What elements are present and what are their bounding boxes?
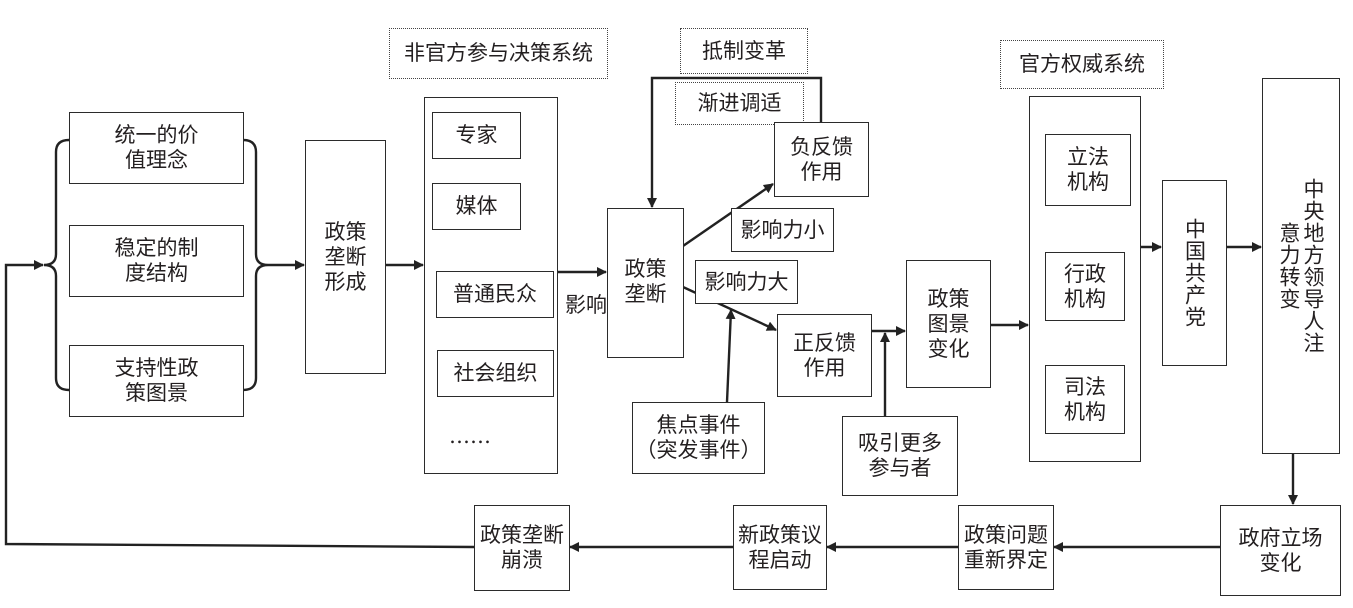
new-agenda-box: 新政策议 程启动 bbox=[733, 505, 827, 590]
member-social-orgs: 社会组织 bbox=[437, 350, 554, 397]
leader-attention-box: 中央地方领导人注意力转变 bbox=[1262, 78, 1340, 454]
positive-feedback-box: 正反馈 作用 bbox=[777, 314, 872, 397]
arrow-focusing-event bbox=[725, 309, 736, 403]
executive-box: 行政 机构 bbox=[1045, 252, 1125, 321]
member-public: 普通民众 bbox=[436, 271, 554, 318]
gov-position-change-box: 政府立场 变化 bbox=[1220, 505, 1341, 596]
left-brace bbox=[43, 138, 70, 392]
cpc-text: 中国共产党 bbox=[1182, 218, 1207, 328]
influence-small-label: 影响力小 bbox=[731, 208, 834, 252]
monopoly-formation-box: 政策 垄断 形成 bbox=[305, 140, 386, 374]
foundation-stable-institutions: 稳定的制 度结构 bbox=[69, 225, 244, 297]
problem-redefine-box: 政策问题 重新界定 bbox=[958, 505, 1054, 590]
arrow-to-negative-feedback bbox=[682, 183, 774, 247]
legislative-box: 立法 机构 bbox=[1045, 134, 1131, 206]
arrow-negative-feedback-loop bbox=[647, 76, 823, 208]
foundation-supportive-image: 支持性政 策图景 bbox=[69, 345, 244, 417]
negative-feedback-box: 负反馈 作用 bbox=[774, 122, 869, 197]
focusing-event-box: 焦点事件 （突发事件） bbox=[632, 402, 765, 474]
attract-participants-box: 吸引更多 参与者 bbox=[842, 416, 958, 496]
member-media: 媒体 bbox=[432, 183, 521, 230]
member-experts: 专家 bbox=[432, 112, 521, 159]
arrow-collapse-to-start bbox=[4, 260, 475, 549]
influence-large-label: 影响力大 bbox=[695, 260, 798, 304]
resist-change-label: 抵制变革 bbox=[680, 28, 808, 74]
unofficial-system-container bbox=[424, 97, 558, 474]
right-brace bbox=[242, 138, 269, 392]
leader-attention-text: 中央地方领导人注意力转变 bbox=[1277, 178, 1325, 354]
unofficial-system-label: 非官方参与决策系统 bbox=[389, 28, 608, 79]
monopoly-collapse-box: 政策垄断 崩溃 bbox=[474, 505, 570, 591]
policy-image-change-box: 政策 图景 变化 bbox=[906, 260, 991, 388]
official-system-label: 官方权威系统 bbox=[1000, 40, 1164, 89]
foundation-unified-values: 统一的价 值理念 bbox=[69, 112, 244, 184]
judicial-box: 司法 机构 bbox=[1045, 365, 1125, 434]
gradual-adjust-label: 渐进调适 bbox=[675, 82, 804, 125]
influence-label: 影响 bbox=[565, 293, 607, 317]
policy-monopoly-box: 政策 垄断 bbox=[607, 208, 684, 358]
cpc-box: 中国共产党 bbox=[1162, 180, 1227, 366]
official-system-container bbox=[1029, 96, 1141, 462]
member-ellipsis: …… bbox=[449, 424, 491, 448]
